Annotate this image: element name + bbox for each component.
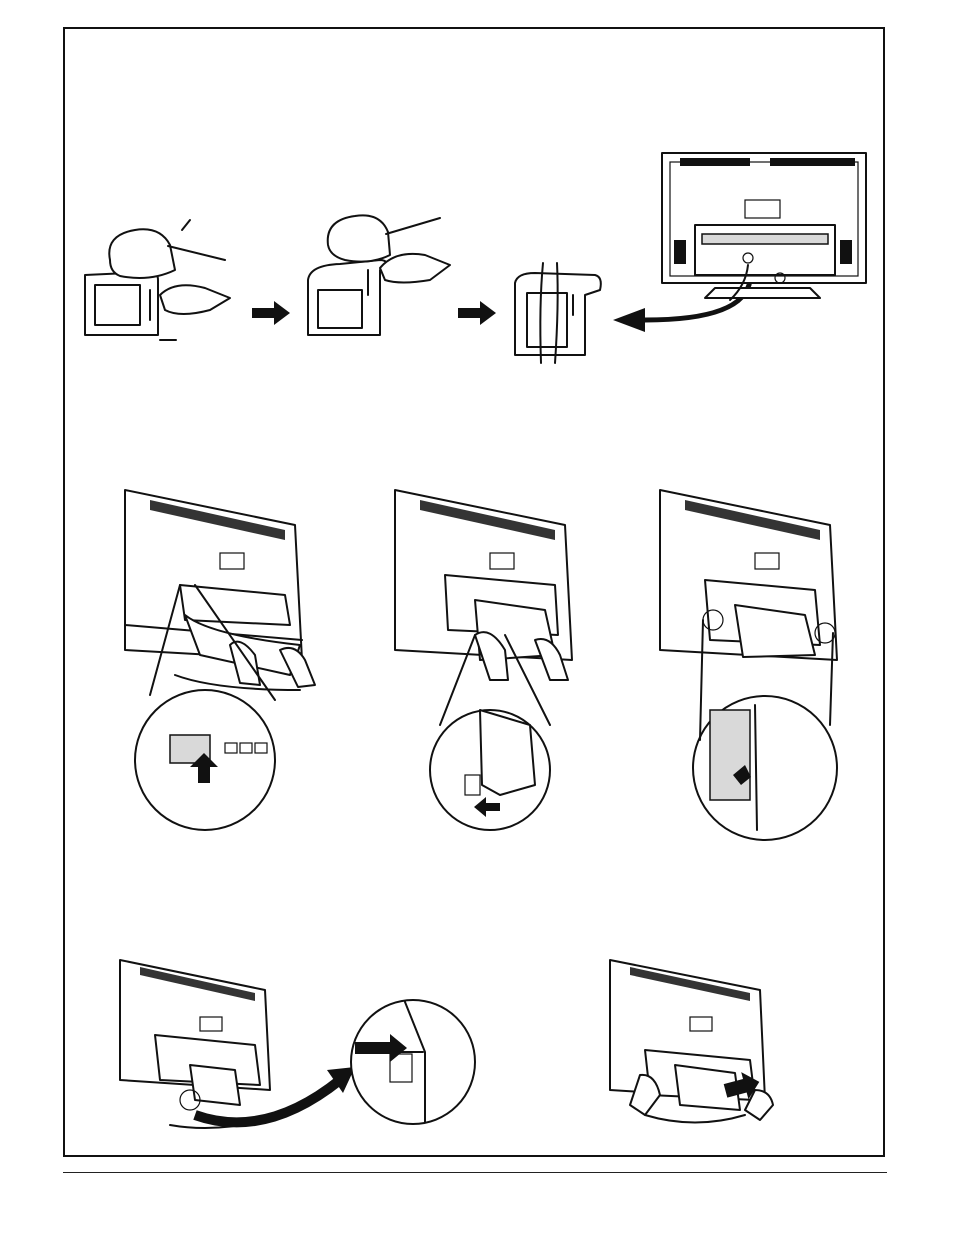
cover-attach-center-illustration [390, 485, 590, 845]
cover-attach-right-illustration [655, 485, 855, 845]
zoom-circle-icon [345, 992, 480, 1137]
clip-open-illustration [300, 210, 460, 350]
arrow-right-icon [250, 300, 292, 326]
tv-back-stand-illustration [660, 150, 870, 310]
arrow-right-icon [456, 300, 498, 326]
cover-pull-out-illustration [605, 955, 785, 1135]
cover-attach-left-illustration [120, 485, 330, 845]
cover-slide-in-illustration [115, 955, 365, 1135]
bottom-rule [63, 1172, 887, 1173]
clip-with-cables-illustration [505, 255, 605, 365]
clip-squeeze-illustration [80, 210, 240, 350]
